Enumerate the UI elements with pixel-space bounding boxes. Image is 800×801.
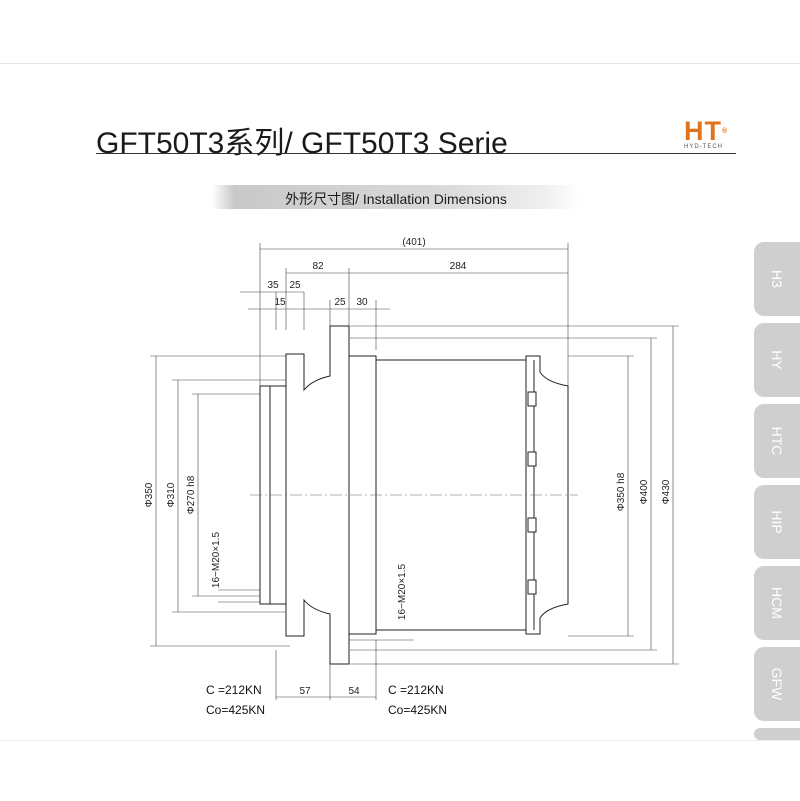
side-tab-hy[interactable]: HY xyxy=(754,323,800,397)
dim-text-phi430: Φ430 xyxy=(661,479,672,504)
dim-text-54: 54 xyxy=(348,686,360,697)
dim-text-82: 82 xyxy=(312,261,324,272)
side-tab-htc[interactable]: HTC xyxy=(754,404,800,478)
dim-text-phi350h8: Φ350 h8 xyxy=(616,472,627,511)
dim-text-35: 35 xyxy=(267,280,279,291)
dim-text-phi400: Φ400 xyxy=(639,479,650,504)
load-co-right: Co=425KN xyxy=(388,703,447,717)
dim-text-284: 284 xyxy=(450,261,467,272)
side-tab-hip[interactable]: HIP xyxy=(754,485,800,559)
dim-text-30: 30 xyxy=(356,297,368,308)
logo-mark: HT® xyxy=(684,118,744,145)
side-tab-hcm[interactable]: HCM xyxy=(754,566,800,640)
dim-text-401: (401) xyxy=(402,237,425,248)
load-co-left: Co=425KN xyxy=(206,703,265,717)
bottom-strip xyxy=(0,740,800,801)
dim-text-15: 15 xyxy=(274,297,286,308)
side-tab-gfw[interactable]: GFW xyxy=(754,647,800,721)
logo-registered: ® xyxy=(722,128,729,135)
bolt-head xyxy=(527,451,537,467)
bolt-head xyxy=(527,579,537,595)
logo-mark-text: HT xyxy=(684,116,722,146)
subtitle-bar xyxy=(212,185,580,209)
dim-text-phi350: Φ350 xyxy=(144,482,155,507)
logo-subtitle: HYD-TECH xyxy=(684,144,723,150)
bolt-head xyxy=(527,391,537,407)
load-c-left: C =212KN xyxy=(206,683,262,697)
dim-text-thread-left: 16−M20×1.5 xyxy=(211,531,222,588)
title-rule xyxy=(96,153,736,154)
page-title: GFT50T3系列/ GFT50T3 Serie xyxy=(96,127,508,160)
side-tab-next[interactable] xyxy=(754,728,800,740)
load-c-right: C =212KN xyxy=(388,683,444,697)
dim-text-25a: 25 xyxy=(289,280,301,291)
bolt-head xyxy=(527,517,537,533)
side-tab-h3[interactable]: H3 xyxy=(754,242,800,316)
section-subtitle: 外形尺寸图/ Installation Dimensions xyxy=(285,191,507,207)
dim-text-25b: 25 xyxy=(334,297,346,308)
top-band xyxy=(0,0,800,64)
brand-logo: HT® HYD-TECH xyxy=(684,118,744,152)
dim-text-phi310: Φ310 xyxy=(166,482,177,507)
dim-text-57: 57 xyxy=(299,686,311,697)
dim-text-thread-right: 16−M20×1.5 xyxy=(397,563,408,620)
dim-text-phi270: Φ270 h8 xyxy=(186,475,197,514)
